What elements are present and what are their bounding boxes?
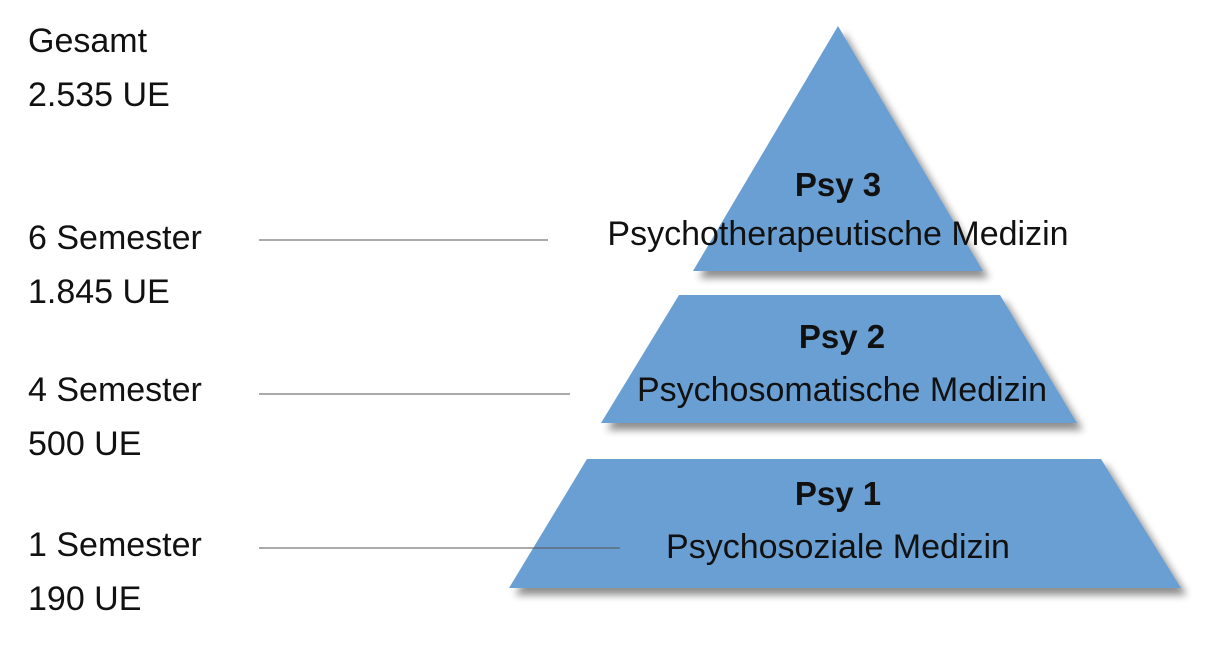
level-label-psy3: 6 Semester 1.845 UE: [28, 211, 202, 319]
level-hours-psy2: 500 UE: [28, 425, 142, 463]
level-label-psy1: 1 Semester 190 UE: [28, 518, 202, 626]
total-label: Gesamt 2.535 UE: [28, 14, 170, 122]
level-duration-psy1: 1 Semester: [28, 526, 202, 564]
level-label-psy2: 4 Semester 500 UE: [28, 363, 202, 471]
tier-psy2-title: Psy 2: [799, 318, 885, 355]
tier-psy3-shape: [693, 26, 983, 271]
total-title: Gesamt: [28, 22, 148, 60]
tier-psy1-subtitle: Psychosoziale Medizin: [666, 528, 1010, 566]
tier-psy3-subtitle: Psychotherapeutische Medizin: [607, 215, 1068, 253]
level-hours-psy1: 190 UE: [28, 580, 142, 618]
tier-psy1-title: Psy 1: [795, 475, 881, 512]
level-hours-psy3: 1.845 UE: [28, 273, 170, 311]
level-duration-psy2: 4 Semester: [28, 371, 202, 409]
tier-psy2-shape: [601, 295, 1077, 423]
tier-psy1-shape: [509, 459, 1181, 588]
total-value: 2.535 UE: [28, 76, 170, 114]
tier-psy2-subtitle: Psychosomatische Medizin: [637, 371, 1047, 409]
level-duration-psy3: 6 Semester: [28, 219, 202, 257]
tier-psy3-title: Psy 3: [795, 166, 881, 203]
